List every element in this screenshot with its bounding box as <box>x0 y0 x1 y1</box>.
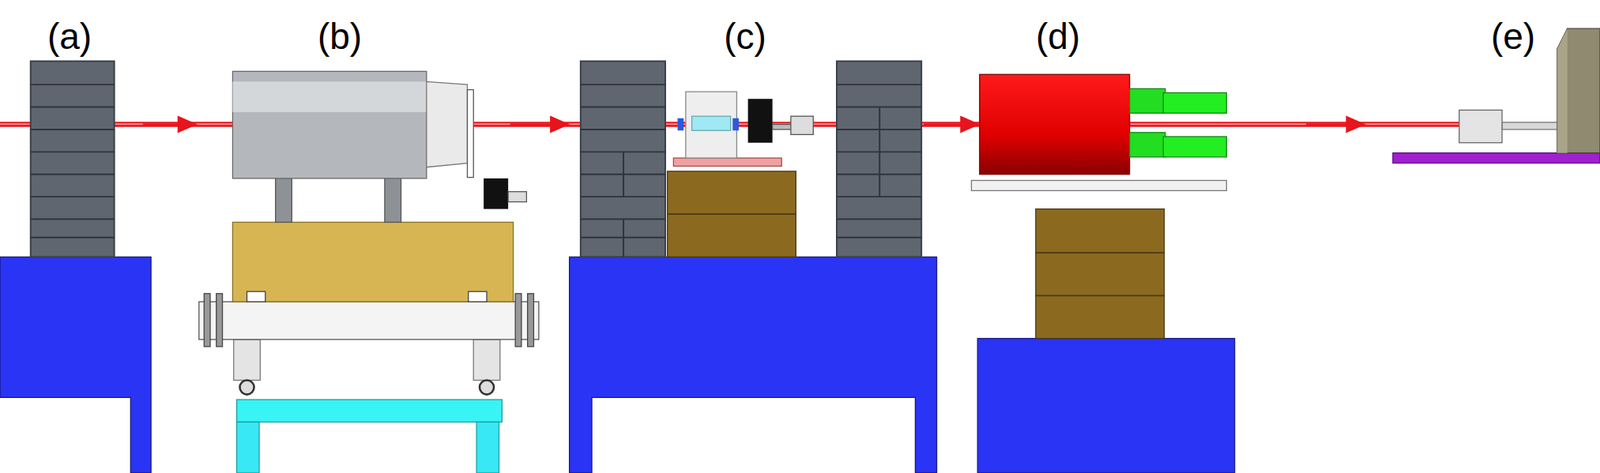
beam-arrow <box>510 116 568 132</box>
actuator-joint <box>479 380 494 396</box>
support-leg <box>384 175 402 223</box>
bolt <box>527 293 535 347</box>
bolt <box>203 293 211 347</box>
sample-holder <box>685 91 738 159</box>
motor <box>483 178 509 210</box>
pmt-tube <box>1163 136 1227 158</box>
shield-block <box>232 222 513 302</box>
part-letter: (a) <box>47 18 92 55</box>
bolt <box>515 293 522 347</box>
actuator <box>233 339 261 381</box>
flange <box>466 90 474 178</box>
table <box>569 256 938 473</box>
beam-arrow <box>143 116 196 132</box>
collar <box>732 118 739 131</box>
housing-bevel <box>1557 28 1568 153</box>
bolt <box>216 293 223 347</box>
table <box>977 338 1235 473</box>
block-joint <box>1035 252 1165 296</box>
part-letter: (c) <box>723 18 767 55</box>
vessel-shine <box>232 81 426 113</box>
brick-joints <box>836 84 922 238</box>
station-d <box>971 74 1235 473</box>
pmt-neck <box>1129 132 1166 158</box>
shield-wall <box>30 60 115 257</box>
frame-leg <box>237 421 260 473</box>
part-letter: (e) <box>1490 18 1536 55</box>
dump-housing <box>1557 28 1600 153</box>
support-frame <box>237 399 503 422</box>
collar <box>677 118 685 131</box>
clamp <box>247 291 266 302</box>
motor <box>748 98 773 144</box>
clamp <box>468 291 487 302</box>
vessel-cap <box>426 81 468 167</box>
monitor-head <box>1459 109 1503 143</box>
table <box>0 256 151 473</box>
pmt-neck <box>1129 88 1166 113</box>
brick-joints <box>30 84 115 238</box>
support-leg <box>275 175 293 223</box>
stand-block <box>1035 209 1165 339</box>
rod <box>1502 122 1559 130</box>
part-letter: (b) <box>317 18 362 55</box>
station-c <box>569 60 938 473</box>
stand-block <box>667 171 797 257</box>
detector-body <box>979 74 1130 175</box>
station-b <box>199 71 539 473</box>
shield-wall <box>836 60 922 257</box>
beam-arrow <box>1306 116 1363 132</box>
sample-window <box>692 116 731 131</box>
gearbox <box>508 192 527 203</box>
base-plate <box>199 301 539 340</box>
block-joint <box>667 213 797 215</box>
mount-plate <box>971 180 1227 191</box>
gearbox <box>790 116 814 135</box>
frame-leg <box>476 421 499 473</box>
station-a <box>0 60 151 473</box>
beam-arrow <box>923 116 978 132</box>
brick-joints <box>580 84 666 257</box>
actuator <box>473 339 501 381</box>
part-letter: (d) <box>1035 18 1081 55</box>
vessel-body <box>232 71 426 179</box>
actuator-joint <box>239 380 254 396</box>
shield-wall <box>580 60 666 257</box>
base-plate <box>1392 153 1600 164</box>
mount-plate <box>673 158 782 166</box>
pmt-tube <box>1163 92 1227 113</box>
